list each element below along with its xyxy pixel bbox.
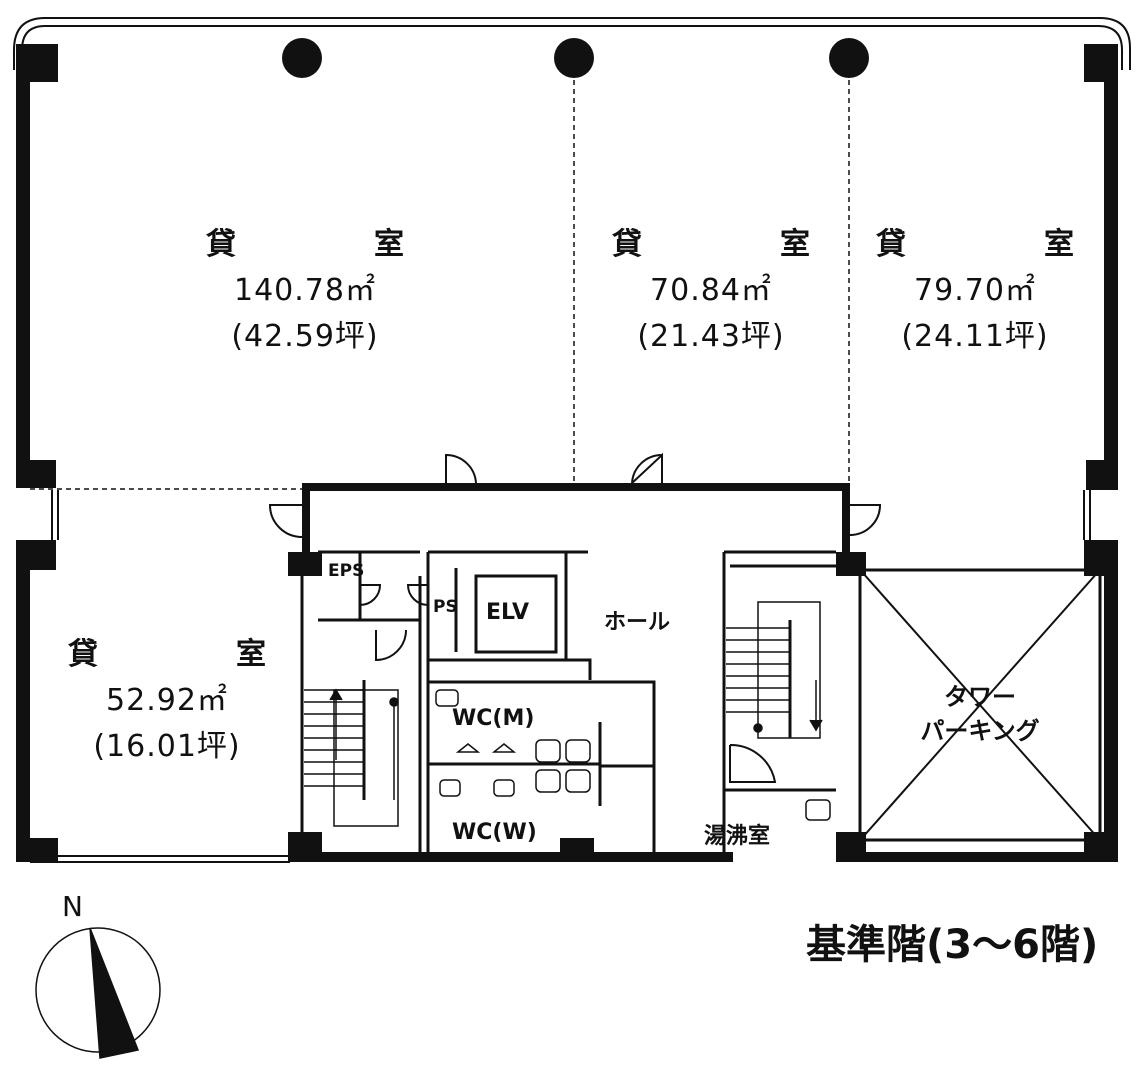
column xyxy=(554,38,594,78)
elv-label: ELV xyxy=(486,600,530,625)
tower-parking-line1: タワー xyxy=(944,683,1016,711)
rental-room-area: 70.84㎡ xyxy=(650,273,772,308)
hall-label: ホール xyxy=(604,610,671,635)
rental-room-4: 貸 室 52.92㎡ (16.01坪) xyxy=(62,632,272,770)
wc-men-label: WC(M) xyxy=(452,706,535,731)
tower-parking-label: タワー パーキング xyxy=(900,680,1060,748)
wall-right-upper xyxy=(1104,44,1118,484)
outer-wall-top xyxy=(45,17,1131,70)
rental-room-title: 貸 室 xyxy=(876,227,1128,262)
rental-room-title: 貸 室 xyxy=(206,227,458,262)
rental-room-tsubo: (16.01坪) xyxy=(93,729,241,764)
rental-room-1: 貸 室 140.78㎡ (42.59坪) xyxy=(200,222,410,360)
north-label: N xyxy=(62,890,83,923)
wall-left-upper xyxy=(16,44,30,484)
wall-core-top xyxy=(302,483,850,491)
rental-room-title: 貸 室 xyxy=(68,637,320,672)
rental-room-2: 貸 室 70.84㎡ (21.43坪) xyxy=(606,222,816,360)
ps-label: PS xyxy=(433,597,458,617)
floor-title: 基準階(3〜6階) xyxy=(806,922,1099,968)
eps-label: EPS xyxy=(328,561,365,581)
rental-room-tsubo: (24.11坪) xyxy=(901,319,1049,354)
rental-room-area: 79.70㎡ xyxy=(914,273,1036,308)
rental-room-tsubo: (21.43坪) xyxy=(637,319,785,354)
rental-room-3: 貸 室 79.70㎡ (24.11坪) xyxy=(870,222,1080,360)
column xyxy=(829,38,869,78)
column xyxy=(282,38,322,78)
rental-room-area: 52.92㎡ xyxy=(106,683,228,718)
tower-parking-line2: パーキング xyxy=(920,717,1040,745)
kettle-room-label: 湯沸室 xyxy=(704,824,771,849)
wc-women-label: WC(W) xyxy=(452,820,537,845)
rental-room-tsubo: (42.59坪) xyxy=(231,319,379,354)
wall-bottom-core xyxy=(288,852,733,862)
north-compass xyxy=(35,927,161,1059)
rental-room-title: 貸 室 xyxy=(612,227,864,262)
wall-left-lower xyxy=(16,540,30,850)
rental-room-area: 140.78㎡ xyxy=(234,273,376,308)
